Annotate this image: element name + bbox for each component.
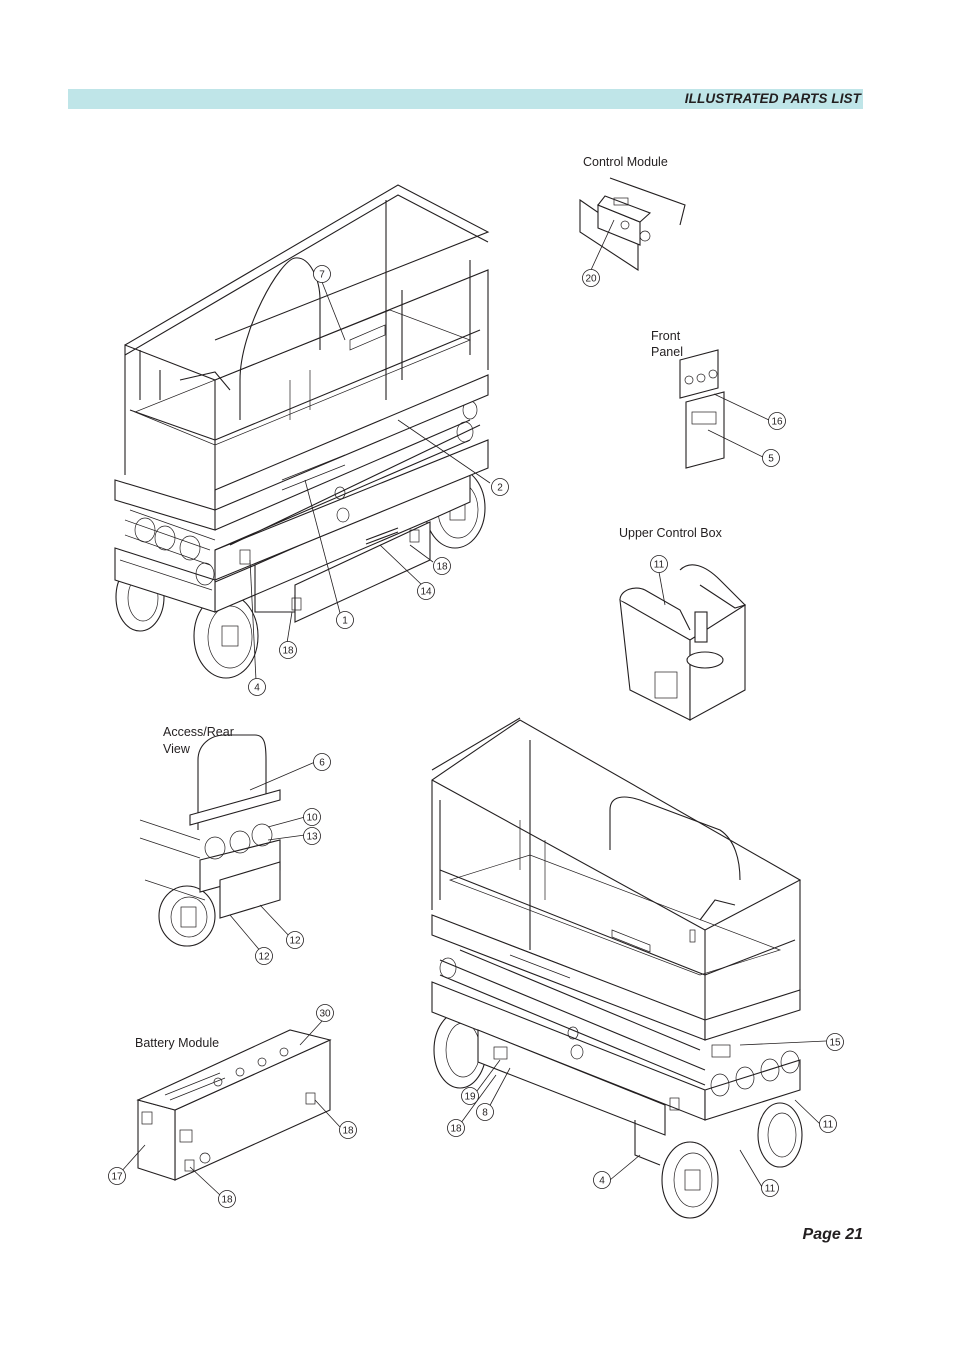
label-front-panel-1: Front — [651, 329, 681, 343]
front-panel-drawing — [679, 349, 772, 469]
label-battery-module: Battery Module — [135, 1036, 220, 1050]
svg-text:11: 11 — [654, 560, 665, 571]
callout-13: 13 — [303, 827, 321, 845]
battery-module-drawing — [119, 1019, 341, 1196]
callout-11-a: 11 — [650, 555, 668, 573]
svg-text:20: 20 — [585, 274, 597, 285]
callout-18-c: 18 — [339, 1121, 357, 1139]
callout-2: 2 — [491, 478, 509, 496]
svg-text:5: 5 — [768, 454, 774, 465]
callout-20: 20 — [582, 269, 600, 287]
svg-text:19: 19 — [464, 1092, 476, 1103]
callout-18-e: 18 — [447, 1119, 465, 1137]
callout-8: 8 — [476, 1103, 494, 1121]
svg-text:1: 1 — [342, 616, 348, 627]
callout-18-b: 18 — [279, 641, 297, 659]
svg-text:17: 17 — [111, 1172, 123, 1183]
svg-text:13: 13 — [306, 832, 318, 843]
svg-text:11: 11 — [765, 1184, 776, 1195]
svg-text:16: 16 — [771, 417, 783, 428]
callout-15: 15 — [826, 1033, 844, 1051]
callout-11-b: 11 — [819, 1115, 837, 1133]
svg-text:18: 18 — [342, 1126, 354, 1137]
callout-7: 7 — [313, 265, 331, 283]
svg-text:7: 7 — [319, 270, 325, 281]
label-front-panel-2: Panel — [651, 345, 683, 359]
page-title: ILLUSTRATED PARTS LIST — [684, 91, 861, 106]
svg-text:10: 10 — [306, 813, 318, 824]
callout-5: 5 — [762, 449, 780, 467]
access-rear-view-drawing — [139, 734, 316, 954]
wheel-rear-far — [757, 1102, 803, 1168]
scissor-lift-rear-view — [431, 717, 827, 1219]
control-module-drawing — [579, 177, 686, 272]
label-upper-control-box: Upper Control Box — [619, 526, 722, 540]
svg-text:18: 18 — [282, 646, 294, 657]
callout-18-d: 18 — [218, 1190, 236, 1208]
callout-4-b: 4 — [593, 1171, 611, 1189]
svg-text:15: 15 — [829, 1038, 841, 1049]
callout-12-b: 12 — [255, 947, 273, 965]
scissor-lift-front-view — [114, 184, 491, 681]
callout-14: 14 — [417, 582, 435, 600]
callout-17: 17 — [108, 1167, 126, 1185]
callout-12-a: 12 — [286, 931, 304, 949]
callout-10: 10 — [303, 808, 321, 826]
svg-text:30: 30 — [319, 1009, 331, 1020]
svg-text:18: 18 — [436, 562, 448, 573]
svg-text:12: 12 — [258, 952, 270, 963]
page-number: Page 21 — [802, 1226, 863, 1243]
callout-4-a: 4 — [248, 678, 266, 696]
wheel-front-right-2 — [661, 1141, 719, 1219]
svg-text:18: 18 — [450, 1124, 462, 1135]
callout-18-a: 18 — [433, 557, 451, 575]
svg-text:11: 11 — [823, 1120, 834, 1131]
callout-19: 19 — [461, 1087, 479, 1105]
callout-6: 6 — [313, 753, 331, 771]
callout-16: 16 — [768, 412, 786, 430]
callout-1: 1 — [336, 611, 354, 629]
svg-text:14: 14 — [420, 587, 432, 598]
svg-text:4: 4 — [254, 683, 260, 694]
svg-text:18: 18 — [221, 1195, 233, 1206]
svg-text:12: 12 — [289, 936, 301, 947]
svg-text:2: 2 — [497, 483, 503, 494]
label-control-module: Control Module — [583, 155, 668, 169]
callout-11-c: 11 — [761, 1179, 779, 1197]
header-bar: ILLUSTRATED PARTS LIST — [68, 89, 863, 109]
svg-text:6: 6 — [319, 758, 325, 769]
svg-text:4: 4 — [599, 1176, 605, 1187]
label-access-rear-1: Access/Rear — [163, 725, 234, 739]
callout-30: 30 — [316, 1004, 334, 1022]
upper-control-box-drawing — [619, 564, 747, 721]
svg-text:8: 8 — [482, 1108, 488, 1119]
label-access-rear-2: View — [163, 742, 190, 756]
